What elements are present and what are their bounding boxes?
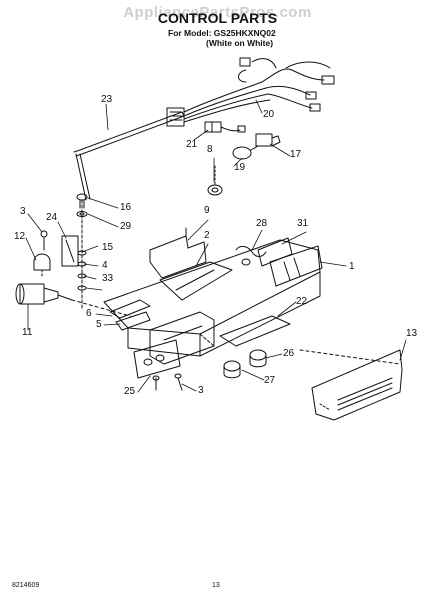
callout-20: 20 bbox=[263, 109, 275, 120]
callout-15: 15 bbox=[102, 242, 114, 253]
callout-24: 24 bbox=[46, 212, 58, 223]
model-line: For Model: GS25HKXNQ02 bbox=[168, 28, 276, 38]
part-1-housing bbox=[103, 239, 323, 365]
part-11-thermostat bbox=[15, 283, 131, 317]
callout-17: 17 bbox=[290, 149, 302, 160]
callout-26: 26 bbox=[283, 348, 295, 359]
page-title: CONTROL PARTS bbox=[157, 10, 278, 26]
part-20-wire-harness bbox=[166, 57, 335, 127]
callout-9: 9 bbox=[204, 205, 210, 216]
callout-23: 23 bbox=[101, 94, 113, 105]
callout-3-upper: 3 bbox=[20, 206, 26, 217]
callout-28: 28 bbox=[256, 218, 268, 229]
part-28-sensor bbox=[235, 245, 267, 266]
part-12-clamp bbox=[33, 230, 51, 279]
color-line: (White on White) bbox=[206, 38, 274, 48]
parts-26-27-knobs bbox=[223, 349, 267, 379]
leader-lines bbox=[25, 99, 407, 393]
callout-16: 16 bbox=[120, 202, 132, 213]
model-subtitle: For Model: GS25HKXNQ02 (White on White) bbox=[168, 28, 276, 48]
callout-12: 12 bbox=[14, 231, 26, 242]
callout-31: 31 bbox=[297, 218, 309, 229]
callout-27: 27 bbox=[264, 375, 276, 386]
part-25-faceplate bbox=[133, 339, 183, 391]
part-17-19-light bbox=[232, 133, 281, 160]
callout-19: 19 bbox=[234, 162, 246, 173]
page-number: 13 bbox=[212, 582, 220, 589]
callout-6: 6 bbox=[86, 308, 92, 319]
part-21-plug bbox=[204, 121, 246, 133]
callout-1: 1 bbox=[349, 261, 355, 272]
parts-hardware-column bbox=[61, 193, 88, 311]
part-2-cover bbox=[159, 261, 233, 301]
watermark: AppliancePartsPros.com bbox=[123, 4, 312, 21]
part-23-rod bbox=[73, 111, 185, 201]
part-31-label bbox=[257, 237, 293, 267]
callout-13: 13 bbox=[406, 328, 418, 339]
part-8-grommet bbox=[207, 165, 223, 196]
callout-2: 2 bbox=[204, 230, 210, 241]
callout-33: 33 bbox=[102, 273, 114, 284]
callout-8: 8 bbox=[207, 144, 213, 155]
callout-22: 22 bbox=[296, 296, 308, 307]
part-13-trim bbox=[299, 349, 403, 421]
callout-21: 21 bbox=[186, 139, 198, 150]
document-number: 8214609 bbox=[12, 582, 40, 589]
callout-29: 29 bbox=[120, 221, 132, 232]
callout-11: 11 bbox=[22, 327, 33, 338]
callout-25: 25 bbox=[124, 386, 136, 397]
callout-4: 4 bbox=[102, 260, 108, 271]
callout-5: 5 bbox=[96, 319, 102, 330]
part-9-bracket bbox=[149, 227, 207, 279]
callout-3-lower: 3 bbox=[198, 385, 204, 396]
